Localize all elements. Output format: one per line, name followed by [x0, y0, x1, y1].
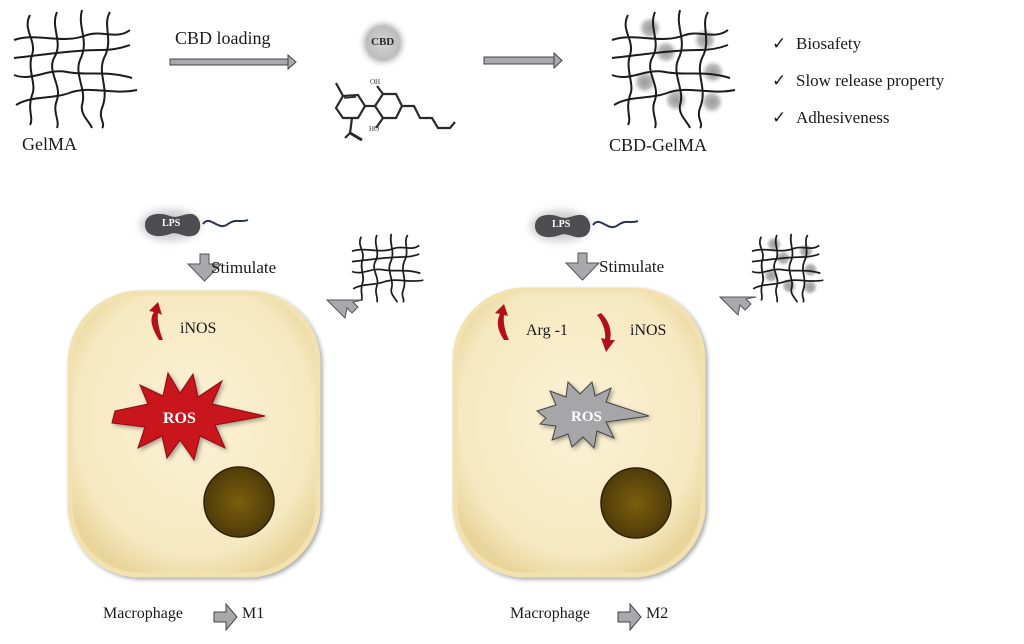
differentiation-arrow-m2: [617, 602, 642, 632]
cbd-gelma-network-icon: [611, 9, 736, 129]
cbd-gelma-label: CBD-GelMA: [609, 135, 707, 155]
property-item: ✓ Slow release property: [772, 71, 944, 91]
cbd-oh-bottom-label: HO: [369, 125, 380, 133]
macrophage-label-right: Macrophage: [510, 605, 590, 622]
ros-label-right: ROS: [571, 409, 602, 425]
property-text: Adhesiveness: [796, 108, 890, 127]
inos-down-arrow-icon: [597, 313, 615, 352]
checkmark-icon: ✓: [772, 34, 787, 53]
cbd-loading-arrow: [169, 53, 297, 71]
lps-bacterium-icon: [530, 210, 639, 242]
cbd-oh-top-label: OH: [370, 78, 381, 86]
arg1-label: Arg -1: [526, 322, 568, 339]
m1-label: M1: [242, 605, 265, 622]
cbd-loading-label: CBD loading: [175, 28, 271, 48]
gelma-treatment-icon: [351, 232, 425, 304]
checkmark-icon: ✓: [772, 71, 787, 90]
gelma-network-icon: [13, 9, 138, 129]
cbd-gelma-treatment-icon: [751, 232, 825, 304]
stimulate-arrow-right: [564, 252, 601, 281]
cbd-badge-label: CBD: [371, 36, 395, 48]
ros-burst-left: [111, 371, 266, 462]
property-item: ✓ Biosafety: [772, 34, 861, 54]
arg1-up-arrow-icon: [495, 304, 509, 340]
inos-label-left: iNOS: [180, 320, 217, 337]
treatment-arrow-left: [325, 299, 364, 320]
lps-bacterium-icon: [140, 209, 249, 241]
macrophage-label-left: Macrophage: [103, 605, 183, 622]
ros-burst-right: [535, 380, 650, 450]
cbd-chemical-structure: [334, 82, 456, 142]
differentiation-arrow-m1: [213, 602, 238, 632]
gelma-label: GelMA: [22, 134, 77, 154]
property-text: Biosafety: [796, 34, 862, 53]
cbd-molecule-glow: [357, 17, 409, 69]
stimulate-label-left: Stimulate: [211, 258, 277, 277]
stimulate-arrow-left: [186, 253, 223, 282]
inos-up-arrow-icon: [149, 302, 163, 340]
m2-label: M2: [646, 605, 669, 622]
treatment-arrow-right: [718, 296, 757, 317]
lps-label-left: LPS: [162, 218, 181, 229]
nucleus-right: [600, 467, 672, 539]
stimulate-label-right: Stimulate: [599, 257, 665, 276]
nucleus-left: [203, 466, 275, 538]
property-text: Slow release property: [796, 71, 945, 90]
lps-label-right: LPS: [552, 219, 571, 230]
ros-label-left: ROS: [163, 410, 196, 427]
checkmark-icon: ✓: [772, 108, 787, 127]
property-item: ✓ Adhesiveness: [772, 108, 889, 128]
inos-label-right: iNOS: [630, 322, 667, 339]
transform-arrow: [483, 51, 563, 70]
